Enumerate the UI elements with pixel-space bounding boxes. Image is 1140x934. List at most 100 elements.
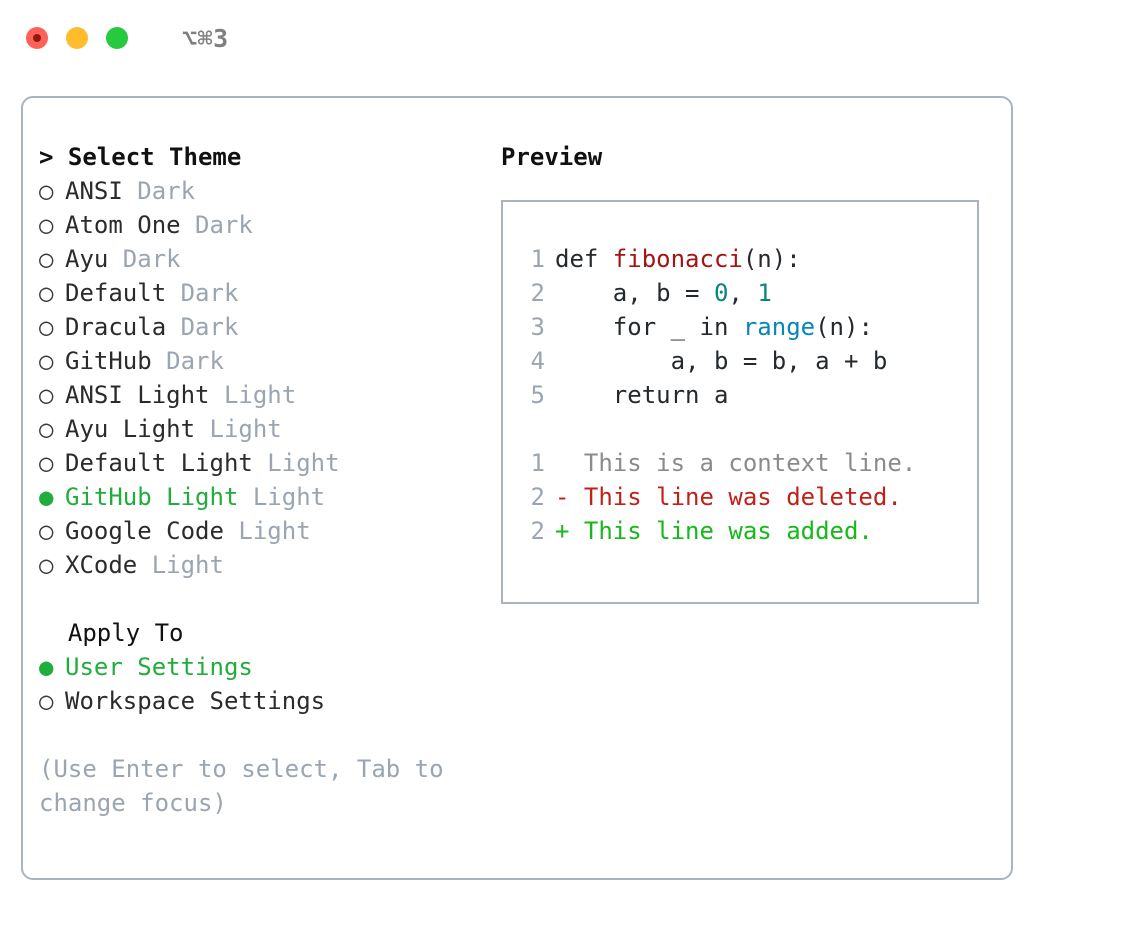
radio-unselected-icon: ○ (39, 687, 54, 715)
radio-unselected-icon: ○ (39, 517, 54, 545)
theme-variant-tag: Light (137, 551, 224, 579)
main-panel: > Select Theme ○ANSI Dark○Atom One Dark○… (21, 96, 1013, 880)
theme-option-default[interactable]: ○ Default Dark (39, 276, 479, 310)
code-token-plain: a, b = b, a + b (555, 347, 888, 375)
code-line: 3 for _ in range(n): (511, 310, 916, 344)
radio-unselected-icon: ○ (39, 245, 54, 273)
theme-option-github-light[interactable]: ●GitHub Light Light (39, 480, 479, 514)
apply-to-option-workspace-settings[interactable]: ○ Workspace Settings (39, 684, 479, 718)
theme-variant-tag: Dark (166, 313, 239, 341)
theme-variant-tag: Dark (108, 245, 181, 273)
section-spacer (39, 582, 479, 616)
code-line: 4 a, b = b, a + b (511, 344, 916, 378)
radio-unselected-icon: ○ (39, 415, 54, 443)
diff-line-text: + This line was added. (555, 517, 873, 545)
theme-variant-tag: Dark (122, 177, 196, 205)
minimize-window-icon[interactable] (66, 27, 88, 49)
theme-option-google-code[interactable]: ○ Google Code Light (39, 514, 479, 548)
diff-line-text: This is a context line. (555, 449, 917, 477)
theme-option-label: XCode (65, 551, 138, 579)
line-number: 3 (530, 313, 545, 341)
theme-variant-tag: Light (252, 449, 340, 477)
close-window-icon[interactable] (26, 27, 48, 49)
diff-line-del: 2 - This line was deleted. (511, 480, 916, 514)
select-theme-heading: > Select Theme (39, 143, 242, 171)
radio-unselected-icon: ○ (39, 551, 54, 579)
theme-option-label: Atom One (65, 211, 181, 239)
code-line: 2 a, b = 0, 1 (511, 276, 916, 310)
code-token-call: range (742, 313, 816, 341)
theme-option-label: ANSI Light (65, 381, 210, 409)
theme-option-label: Ayu Light (65, 415, 196, 443)
theme-option-ansi[interactable]: ○ ANSI Dark (39, 174, 479, 208)
keyboard-shortcut-label: ⌥⌘3 (182, 23, 229, 53)
window-controls (26, 27, 128, 49)
radio-unselected-icon: ○ (39, 347, 54, 375)
theme-option-dracula[interactable]: ○ Dracula Dark (39, 310, 479, 344)
apply-to-option-label: Workspace Settings (65, 687, 326, 715)
line-number: 2 (530, 483, 545, 511)
radio-selected-icon: ● (39, 483, 54, 511)
theme-option-ayu[interactable]: ○ Ayu Dark (39, 242, 479, 276)
radio-unselected-icon: ○ (39, 449, 54, 477)
line-number: 2 (530, 279, 545, 307)
theme-option-label: Google Code (65, 517, 224, 545)
theme-variant-tag: Dark (166, 279, 239, 307)
theme-variant-tag: Dark (151, 347, 224, 375)
apply-to-option-list: ● User Settings ○ Workspace Settings (39, 650, 479, 718)
radio-unselected-icon: ○ (39, 177, 54, 205)
theme-option-label: Dracula (65, 313, 167, 341)
theme-picker-column: > Select Theme ○ANSI Dark○Atom One Dark○… (39, 140, 479, 820)
theme-option-github[interactable]: ○ GitHub Dark (39, 344, 479, 378)
diff-line-add: 2 + This line was added. (511, 514, 916, 548)
apply-to-option-user-settings[interactable]: ● User Settings (39, 650, 479, 684)
theme-option-default-light[interactable]: ○ Default Light Light (39, 446, 479, 480)
radio-unselected-icon: ○ (39, 211, 54, 239)
code-token-num: 0 (713, 279, 729, 307)
preview-title: Preview (501, 143, 603, 171)
theme-option-list: ○ ANSI Dark ○ Atom One Dark ○ Ayu Dark ○ Defaul… (39, 174, 479, 582)
theme-option-ansi-light[interactable]: ○ANSI Light Light (39, 378, 479, 412)
theme-option-label: Default Light (65, 449, 253, 477)
line-number: 4 (530, 347, 545, 375)
radio-unselected-icon: ○ (39, 279, 54, 307)
maximize-window-icon[interactable] (106, 27, 128, 49)
theme-option-label: GitHub Light (65, 483, 239, 511)
theme-option-xcode[interactable]: ○ XCode Light (39, 548, 479, 582)
theme-option-ayu-light[interactable]: ○ Ayu Light Light (39, 412, 479, 446)
code-token-fn: fibonacci (612, 245, 743, 273)
theme-option-label: Default (65, 279, 167, 307)
apply-to-option-label: User Settings (65, 653, 253, 681)
theme-variant-tag: Light (223, 517, 311, 545)
code-token-plain: for _ in (555, 313, 743, 341)
line-number: 5 (530, 381, 545, 409)
theme-option-label: Ayu (65, 245, 109, 273)
code-token-plain: a, b = (555, 279, 714, 307)
code-token-num: 1 (757, 279, 772, 307)
theme-variant-tag: Light (195, 415, 282, 443)
theme-variant-tag: Dark (180, 211, 253, 239)
radio-unselected-icon: ○ (39, 313, 54, 341)
theme-option-label: ANSI (65, 177, 123, 205)
diff-line-ctx: 1 This is a context line. (511, 446, 917, 480)
keyboard-hint-text: (Use Enter to select, Tab to change focu… (39, 755, 444, 817)
radio-unselected-icon: ○ (39, 381, 54, 409)
theme-option-label: GitHub (65, 347, 152, 375)
code-token-plain: def (555, 245, 613, 273)
line-number: 1 (530, 449, 545, 477)
title-bar: ⌥⌘3 (0, 0, 1140, 76)
code-blank-line (511, 412, 916, 446)
radio-selected-icon: ● (39, 653, 54, 681)
code-token-plain: (n): (742, 245, 801, 273)
line-number: 2 (530, 517, 545, 545)
apply-to-heading: Apply To (67, 619, 184, 647)
diff-line-text: - This line was deleted. (555, 483, 902, 511)
code-line: 5 return a (511, 378, 916, 412)
theme-option-atom-one[interactable]: ○ Atom One Dark (39, 208, 479, 242)
code-token-plain: , (728, 279, 758, 307)
